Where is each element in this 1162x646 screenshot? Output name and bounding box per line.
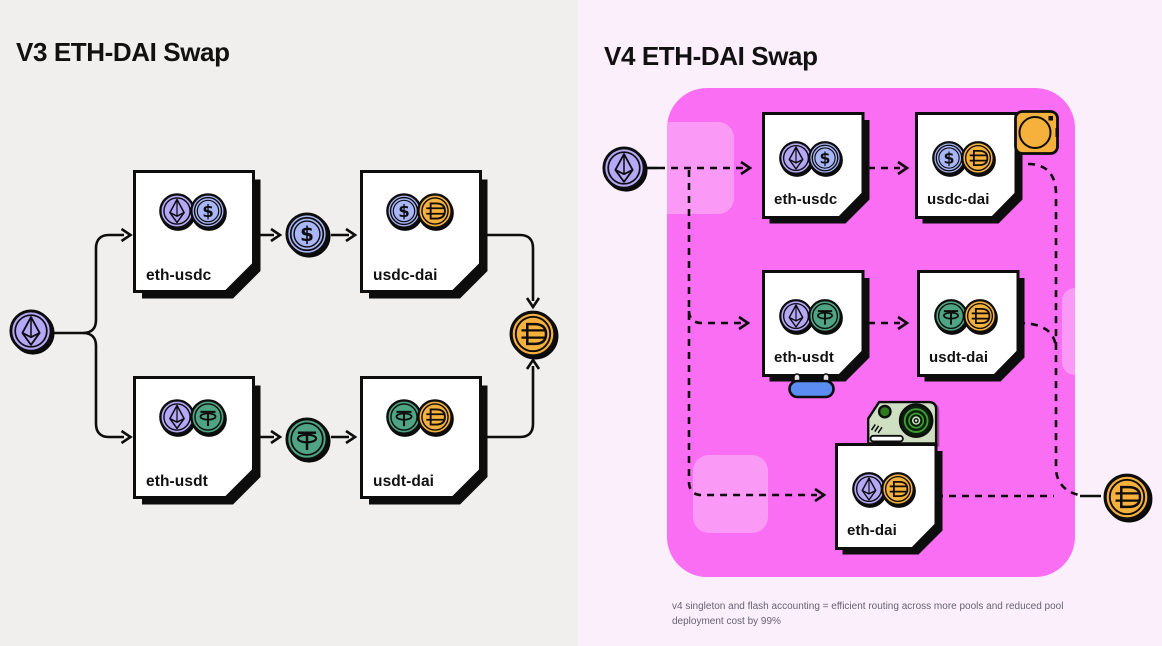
pool-pair-coins bbox=[851, 471, 916, 507]
v3-title: V3 ETH-DAI Swap bbox=[16, 37, 230, 68]
dai-output-coin-icon bbox=[1102, 472, 1152, 522]
pool-card-label: usdc-dai bbox=[927, 191, 990, 208]
dai-output-coin-icon bbox=[508, 309, 558, 359]
pool-pair-coins bbox=[778, 298, 843, 334]
pool-card-label: usdt-dai bbox=[373, 473, 435, 490]
camera-hook-icon bbox=[862, 399, 938, 446]
dai-coin-icon bbox=[962, 298, 998, 334]
container-decor-patch bbox=[1062, 288, 1075, 375]
dai-coin-icon bbox=[880, 471, 916, 507]
usdt-coin-icon bbox=[807, 298, 843, 334]
v3-panel: V3 ETH-DAI Swap bbox=[0, 0, 578, 646]
container-decor-patch bbox=[667, 122, 734, 214]
pool-pair-coins bbox=[931, 140, 996, 176]
pool-pair-coins bbox=[778, 140, 843, 176]
dai-coin-icon bbox=[416, 192, 454, 230]
orange-hook-widget-icon bbox=[1014, 110, 1060, 156]
pool-card-label: eth-dai bbox=[847, 522, 897, 539]
pool-card-label: eth-usdc bbox=[774, 191, 838, 208]
v4-panel: V4 ETH-DAI Swap bbox=[578, 0, 1162, 646]
pool-pair-coins bbox=[385, 398, 454, 436]
eth-source-coin-icon bbox=[601, 145, 647, 191]
pool-card-label: eth-usdt bbox=[146, 473, 208, 490]
pool-card-label: usdc-dai bbox=[373, 267, 438, 284]
pool-card-label: eth-usdt bbox=[774, 349, 834, 366]
usdt-intermediate-coin-icon bbox=[284, 416, 330, 462]
pool-pair-coins bbox=[158, 192, 227, 230]
usdc-coin-icon bbox=[189, 192, 227, 230]
v3-flow-lines bbox=[53, 227, 541, 445]
skateboard-hook-icon bbox=[788, 373, 836, 399]
pool-card-label: eth-usdc bbox=[146, 267, 212, 284]
v4-title: V4 ETH-DAI Swap bbox=[604, 41, 818, 72]
eth-source-coin-icon bbox=[8, 308, 54, 354]
v4-caption-text: v4 singleton and flash accounting = effi… bbox=[672, 601, 1064, 627]
container-decor-patch bbox=[693, 455, 768, 533]
usdt-coin-icon bbox=[189, 398, 227, 436]
dai-coin-icon bbox=[416, 398, 454, 436]
dai-coin-icon bbox=[960, 140, 996, 176]
pool-pair-coins bbox=[385, 192, 454, 230]
usdc-coin-icon bbox=[807, 140, 843, 176]
pool-pair-coins bbox=[933, 298, 998, 334]
usdc-intermediate-coin-icon bbox=[284, 211, 330, 257]
pool-pair-coins bbox=[158, 398, 227, 436]
pool-card-label: usdt-dai bbox=[929, 349, 989, 366]
